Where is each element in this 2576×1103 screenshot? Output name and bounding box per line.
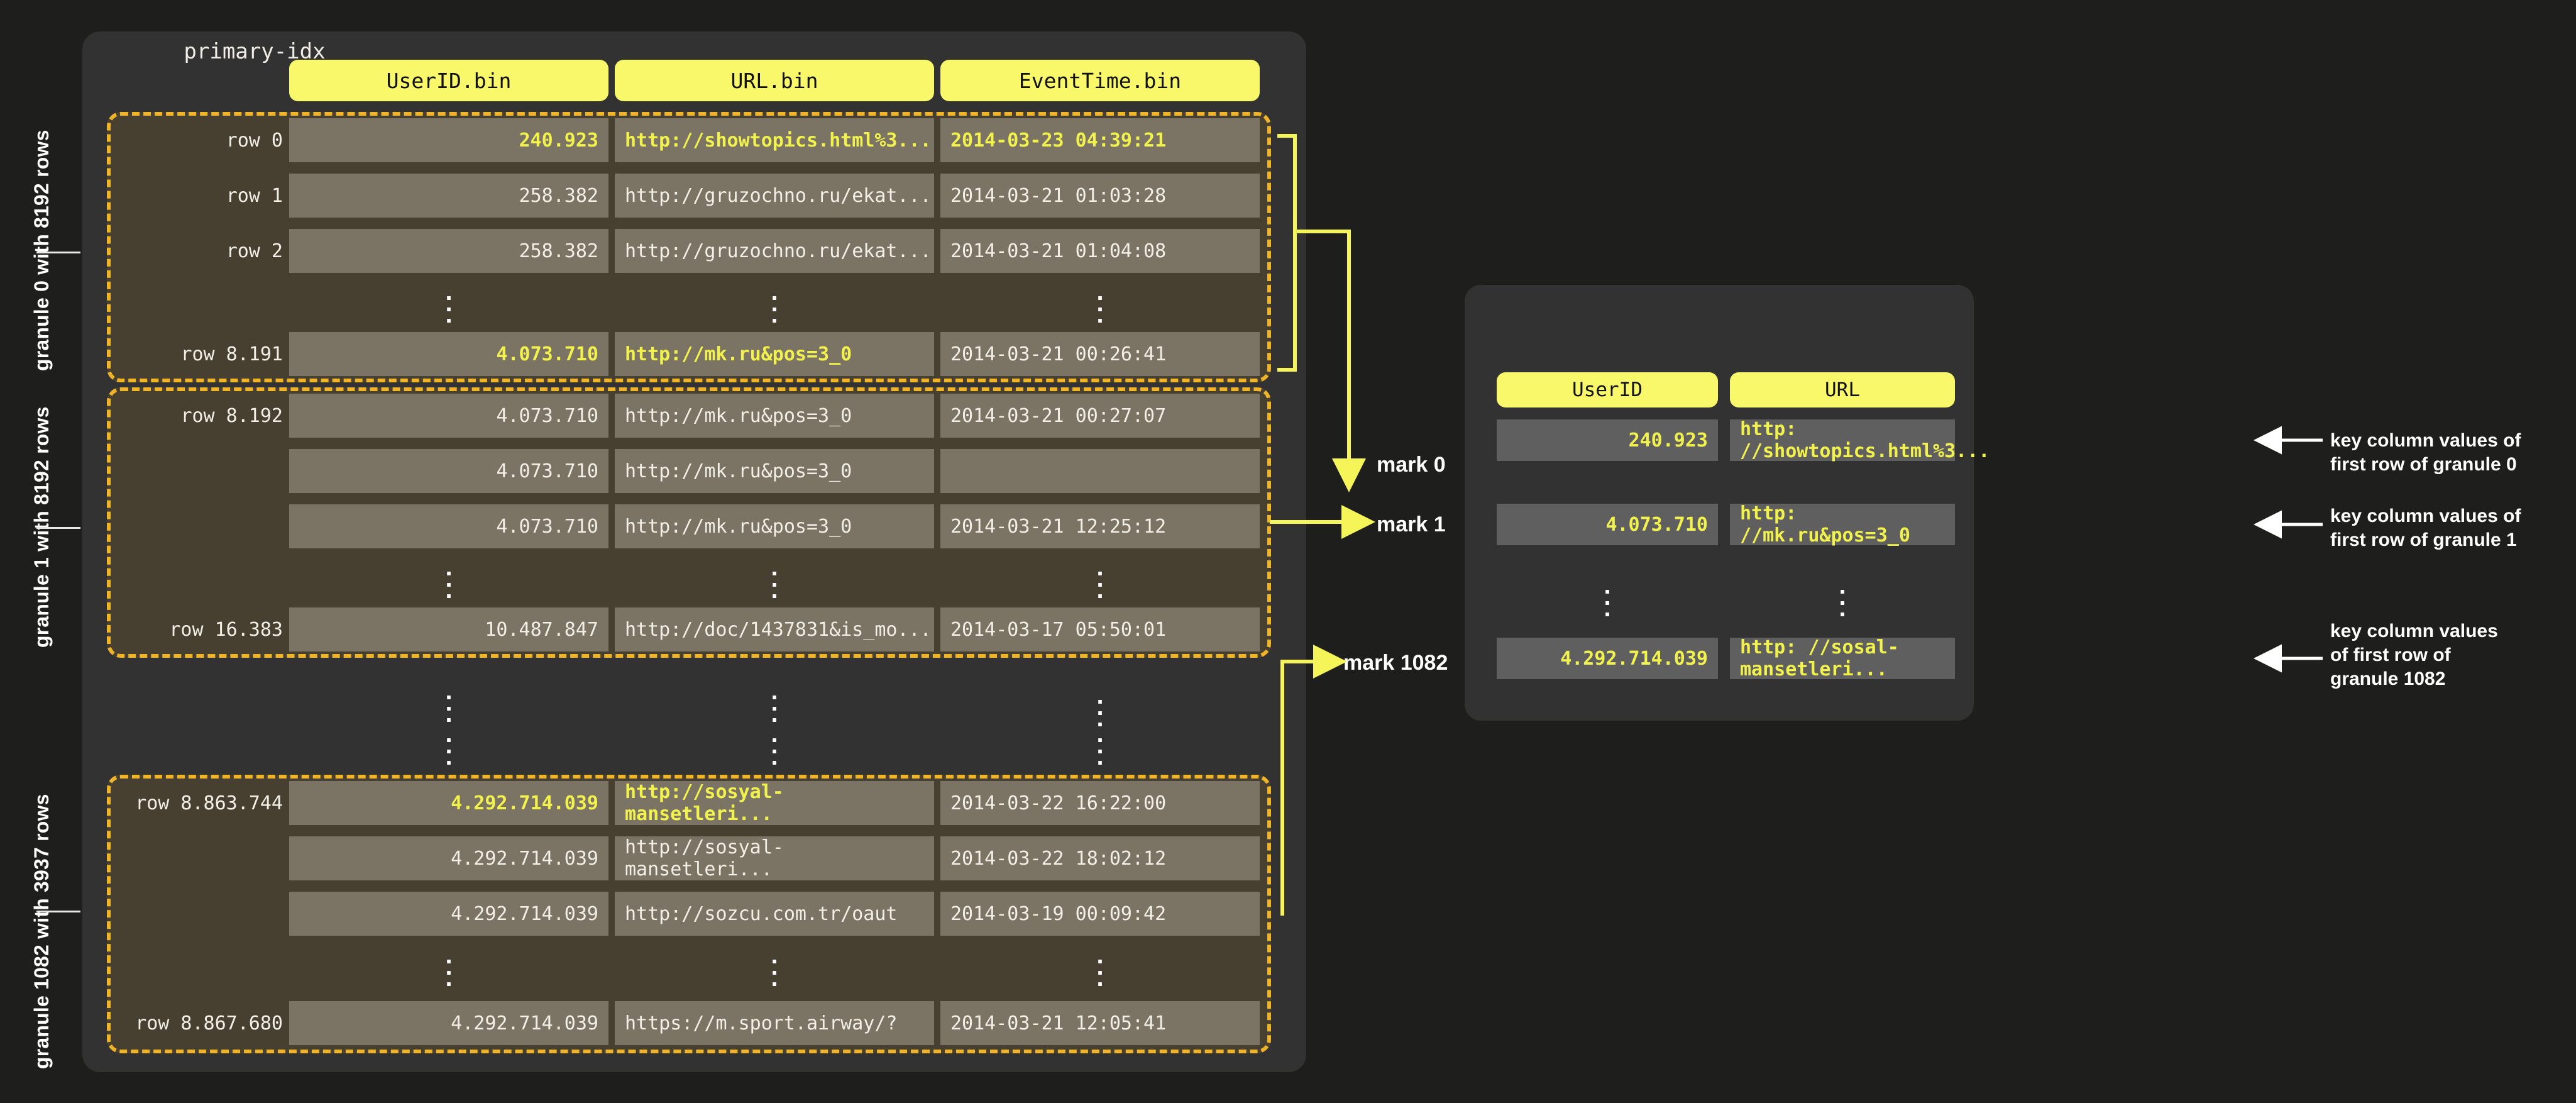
- ellipsis-vertical: ...: [445, 720, 453, 770]
- cell-url: http://sosyal-mansetleri...: [615, 781, 934, 825]
- ellipsis-vertical: ...: [771, 941, 778, 992]
- row-label: row 0: [226, 129, 283, 152]
- ellipsis-vertical: ...: [1096, 720, 1104, 770]
- cell-userid: 4.292.714.039: [289, 1001, 608, 1045]
- cell-userid: 4.073.710: [289, 504, 608, 548]
- ellipsis-vertical: ...: [445, 677, 453, 728]
- ellipsis-vertical: ...: [1096, 278, 1104, 328]
- cell-eventtime: 2014-03-21 12:25:12: [940, 504, 1260, 548]
- cell-userid: 4.292.714.039: [289, 781, 608, 825]
- cell-userid: 4.073.710: [289, 332, 608, 376]
- ellipsis-vertical: ...: [1839, 572, 1846, 622]
- granule-1-tick: [36, 527, 80, 529]
- primary-index-title: primary-idx: [184, 39, 326, 64]
- granule-1082-tick: [36, 911, 80, 912]
- cell-url: http://sosyal-mansetleri...: [615, 836, 934, 880]
- cell-userid: 240.923: [289, 118, 608, 162]
- cell-userid: 10.487.847: [289, 607, 608, 651]
- row-label: row 8.191: [180, 343, 283, 365]
- granule-0-tick: [36, 252, 80, 253]
- cell-url: https://m.sport.airway/?: [615, 1001, 934, 1045]
- cell-eventtime: 2014-03-21 12:05:41: [940, 1001, 1260, 1045]
- cell-userid: 258.382: [289, 229, 608, 273]
- row-label: row 2: [226, 240, 283, 262]
- cell-eventtime: 2014-03-23 04:39:21: [940, 118, 1260, 162]
- note-granule-0: key column values of first row of granul…: [2330, 430, 2521, 475]
- column-header-eventtime-bin: EventTime.bin: [940, 60, 1260, 101]
- index-cell-url: http: //sosal-mansetleri...: [1730, 636, 1955, 680]
- ellipsis-vertical: ...: [771, 720, 778, 770]
- index-cell-userid: 4.073.710: [1497, 504, 1718, 545]
- row-label: row 8.867.680: [135, 1012, 283, 1034]
- ellipsis-vertical: ...: [445, 278, 453, 328]
- ellipsis-vertical: ...: [771, 677, 778, 728]
- cell-url: http://mk.ru&pos=3_0: [615, 504, 934, 548]
- row-label: row 1: [226, 184, 283, 207]
- cell-eventtime: 2014-03-21 00:26:41: [940, 332, 1260, 376]
- cell-userid: 4.292.714.039: [289, 836, 608, 880]
- ellipsis-vertical: ...: [445, 941, 453, 992]
- index-cell-userid: 4.292.714.039: [1497, 638, 1718, 679]
- cell-eventtime: 2014-03-22 18:02:12: [940, 836, 1260, 880]
- index-cell-userid: 240.923: [1497, 419, 1718, 461]
- ellipsis-vertical: ...: [771, 553, 778, 604]
- cell-userid: 4.073.710: [289, 449, 608, 493]
- cell-eventtime: 2014-03-21 01:04:08: [940, 229, 1260, 273]
- mark-1-label: mark 1: [1377, 513, 1446, 536]
- index-cell-url: http: //mk.ru&pos=3_0: [1730, 502, 1955, 546]
- column-header-userid-bin: UserID.bin: [289, 60, 608, 101]
- row-label: row 8.863.744: [135, 792, 283, 814]
- cell-eventtime: 2014-03-21 01:03:28: [940, 174, 1260, 218]
- cell-eventtime: 2014-03-19 00:09:42: [940, 892, 1260, 936]
- ellipsis-vertical: ...: [1096, 682, 1104, 732]
- row-label: row 8.192: [180, 404, 283, 427]
- cell-eventtime: 2014-03-21 00:27:07: [940, 394, 1260, 438]
- cell-url: http://doc/1437831&is_mo...: [615, 607, 934, 651]
- cell-eventtime: 2014-03-17 05:50:01: [940, 607, 1260, 651]
- cell-eventtime: [940, 449, 1260, 493]
- cell-url: http://gruzochno.ru/ekat...: [615, 229, 934, 273]
- cell-url: http://sozcu.com.tr/oaut: [615, 892, 934, 936]
- note-granule-1082: key column values of first row of granul…: [2330, 621, 2498, 689]
- ellipsis-vertical: ...: [1096, 941, 1104, 992]
- cell-url: http://mk.ru&pos=3_0: [615, 332, 934, 376]
- cell-userid: 4.073.710: [289, 394, 608, 438]
- mark-1082-label: mark 1082: [1343, 651, 1448, 675]
- cell-url: http://showtopics.html%3...: [615, 118, 934, 162]
- cell-eventtime: 2014-03-22 16:22:00: [940, 781, 1260, 825]
- mark-0-label: mark 0: [1377, 453, 1446, 477]
- cell-url: http://mk.ru&pos=3_0: [615, 394, 934, 438]
- cell-url: http://mk.ru&pos=3_0: [615, 449, 934, 493]
- cell-userid: 4.292.714.039: [289, 892, 608, 936]
- note-granule-1: key column values of first row of granul…: [2330, 506, 2521, 550]
- row-label: row 16.383: [169, 618, 283, 641]
- ellipsis-vertical: ...: [1604, 572, 1611, 622]
- granule-1082-label: granule 1082 with 3937 rows: [30, 794, 53, 1069]
- granule-0-label: granule 0 with 8192 rows: [30, 130, 53, 371]
- column-header-url-bin: URL.bin: [615, 60, 934, 101]
- index-header-url: URL: [1730, 372, 1955, 407]
- ellipsis-vertical: ...: [771, 278, 778, 328]
- index-header-userid: UserID: [1497, 372, 1718, 407]
- ellipsis-vertical: ...: [1096, 553, 1104, 604]
- ellipsis-vertical: ...: [445, 553, 453, 604]
- cell-url: http://gruzochno.ru/ekat...: [615, 174, 934, 218]
- index-cell-url: http: //showtopics.html%3...: [1730, 418, 1990, 462]
- cell-userid: 258.382: [289, 174, 608, 218]
